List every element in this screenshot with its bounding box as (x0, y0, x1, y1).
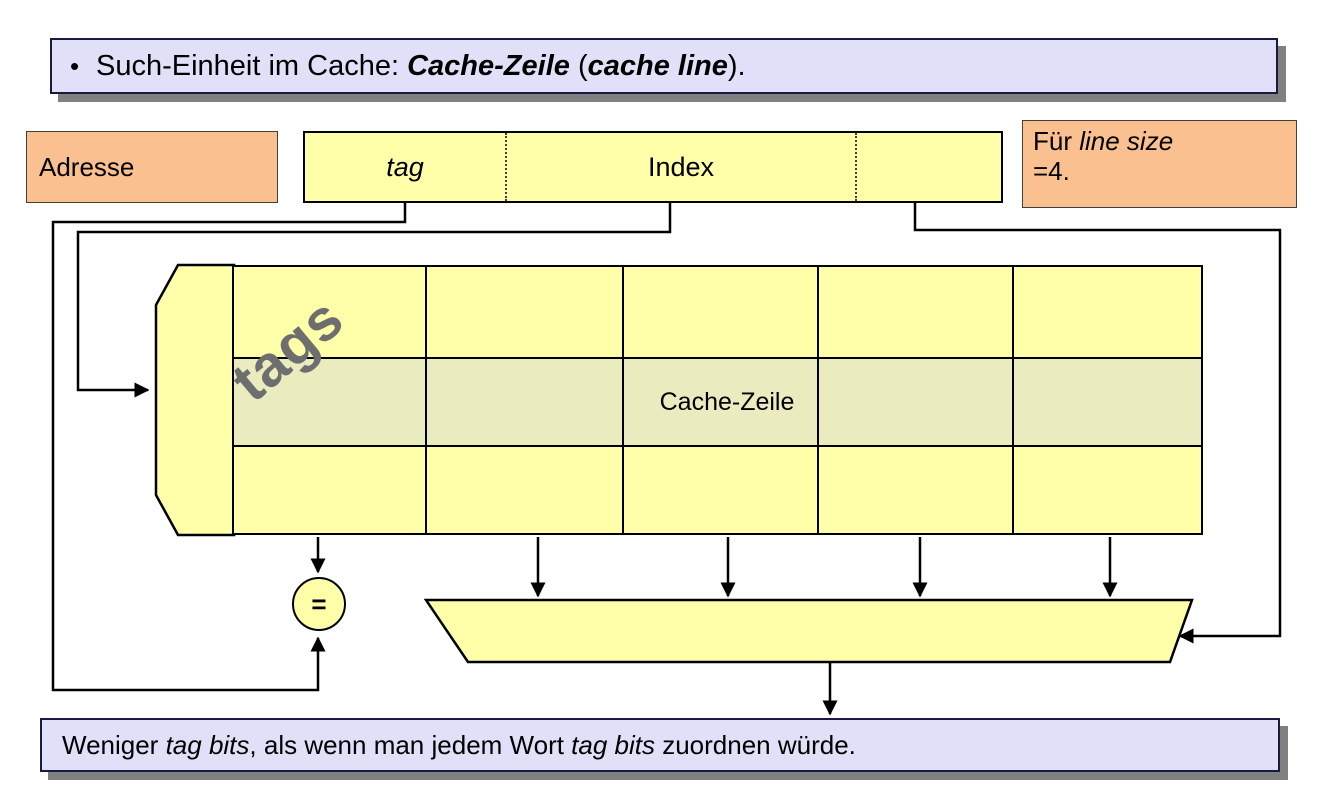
address-divider-index-offset (855, 133, 857, 201)
address-label-box: Adresse (26, 131, 278, 203)
mux-polygon (424, 598, 1194, 664)
address-segment-index: Index (507, 133, 855, 201)
footer-emphasis-2: tag bits (571, 729, 655, 760)
bullet-icon: • (70, 51, 80, 81)
footer-part1: Weniger (62, 729, 166, 760)
title-term-cache-line: cache line (587, 49, 728, 82)
title-text: Such-Einheit im Cache: Cache-Zeile (cach… (96, 50, 746, 83)
title-prefix: Such-Einheit im Cache: (96, 49, 408, 82)
title-paren-open: ( (569, 49, 588, 82)
cache-line-label: Cache-Zeile (659, 387, 795, 416)
cache-column-divider (1012, 267, 1014, 533)
address-segment-offset (857, 133, 1001, 201)
address-segment-index-label: Index (647, 151, 715, 182)
footer-callout: Weniger tag bits, als wenn man jedem Wor… (40, 718, 1280, 772)
cache-array: Cache-Zeile (232, 265, 1203, 535)
title-term-cache-zeile: Cache-Zeile (407, 49, 570, 82)
address-label-text: Adresse (39, 151, 135, 182)
address-divider-tag-index (505, 133, 507, 201)
title-callout: • Such-Einheit im Cache: Cache-Zeile (ca… (50, 38, 1278, 94)
tag-comparator: = (292, 577, 346, 631)
word-multiplexer-shape (424, 598, 1194, 664)
note-suffix: =4. (1033, 155, 1070, 186)
line-size-note-box: Für line size =4. (1022, 120, 1297, 208)
footer-emphasis-1: tag bits (165, 729, 250, 760)
comparator-label: = (311, 588, 327, 619)
cache-column-divider (425, 267, 427, 533)
title-paren-close: ). (727, 49, 746, 82)
note-emphasis: line size (1079, 126, 1174, 156)
footer-text: Weniger tag bits, als wenn man jedem Wor… (62, 730, 856, 761)
address-segment-tag: tag (305, 133, 505, 201)
footer-part3: zuordnen würde. (655, 729, 856, 760)
cache-row (234, 267, 1201, 357)
footer-part2: , als wenn man jedem Wort (249, 729, 572, 760)
address-field: tag Index (303, 131, 1003, 203)
cache-column-divider (622, 267, 624, 533)
decoder-polygon (154, 263, 236, 537)
cache-column-divider (817, 267, 819, 533)
note-prefix: Für (1033, 126, 1080, 156)
address-segment-tag-label: tag (386, 151, 424, 182)
cache-row (234, 447, 1201, 537)
index-decoder-shape (154, 263, 236, 537)
